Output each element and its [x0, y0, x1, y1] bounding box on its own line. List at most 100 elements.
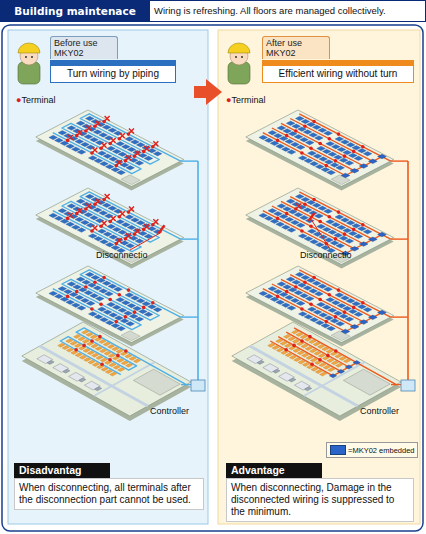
desk [66, 144, 75, 149]
desk [301, 275, 310, 280]
wiring [299, 114, 382, 157]
desk [76, 121, 85, 126]
desk [99, 289, 108, 294]
desk [276, 144, 285, 149]
x-mark [86, 125, 91, 130]
desk [55, 294, 64, 299]
x-mark [126, 155, 131, 160]
x-mark [77, 130, 82, 135]
desk [116, 220, 125, 225]
desk [317, 302, 326, 307]
desk [100, 162, 109, 167]
x-mark [68, 135, 73, 140]
eye [235, 56, 237, 58]
x-mark [153, 141, 158, 146]
subtitle-text: Wiring is refreshing. All floors are man… [154, 5, 386, 17]
desk [298, 312, 307, 317]
rack [298, 360, 305, 364]
terminal-dot [124, 315, 128, 319]
legend-box: =MKY02 embedded [326, 442, 418, 458]
riser [407, 161, 409, 385]
desk [127, 225, 136, 230]
desk [298, 156, 307, 161]
mky02-module [341, 173, 350, 178]
rack [86, 332, 93, 336]
desk [93, 208, 102, 213]
desk [133, 150, 142, 155]
wiring [272, 284, 355, 327]
desk [291, 220, 300, 225]
floor-plate [246, 266, 394, 343]
body-text: Efficient wiring without turn [262, 60, 414, 83]
desk [341, 218, 350, 223]
terminal-dot [337, 288, 341, 292]
desk [317, 146, 326, 151]
mky02-module [345, 365, 352, 369]
desk [285, 139, 294, 144]
desk [98, 151, 107, 156]
desk [142, 224, 151, 229]
desk [64, 289, 73, 294]
terminal-dot [151, 301, 155, 305]
riser-branch [391, 238, 408, 239]
terminal-dot [285, 290, 289, 294]
desk [296, 145, 305, 150]
desk [313, 310, 322, 315]
terminal-dot [100, 362, 104, 366]
desk [345, 161, 354, 166]
terminal-dot [75, 290, 79, 294]
desk [295, 116, 304, 121]
rack [129, 356, 136, 360]
desk [124, 233, 133, 238]
floor-plate [36, 188, 184, 265]
floor-plate [246, 188, 394, 265]
legend-text: =MKY02 embedded [348, 446, 415, 455]
desk [283, 285, 292, 290]
desk [108, 206, 117, 211]
terminal-dot [300, 229, 304, 233]
person-body [18, 62, 40, 84]
rack [323, 365, 330, 369]
desk [358, 149, 367, 154]
desk [105, 320, 114, 325]
desk [343, 306, 352, 311]
desk [335, 215, 344, 220]
desk [274, 133, 283, 138]
desk [343, 228, 352, 233]
rack [294, 358, 301, 362]
desk [283, 129, 292, 134]
riser-branch [391, 316, 408, 317]
rack [95, 346, 102, 350]
wiring [272, 206, 355, 249]
rack [88, 360, 95, 364]
desk [107, 224, 116, 229]
desk [75, 217, 84, 222]
terminal-dot [343, 310, 347, 314]
desk [126, 322, 135, 327]
mky02-module [378, 154, 387, 159]
room [121, 331, 140, 341]
wiring [290, 119, 373, 162]
desk [328, 152, 337, 157]
terminal-dot [312, 120, 316, 124]
rack [305, 346, 312, 350]
terminal-dot [90, 307, 94, 311]
mky02-module [341, 329, 350, 334]
desk [84, 135, 93, 140]
desk [55, 216, 64, 221]
desk [142, 146, 151, 151]
desk [363, 229, 372, 234]
desk [352, 302, 361, 307]
wiring [272, 128, 355, 171]
x-mark [68, 213, 73, 218]
terminal-dot [361, 301, 365, 305]
desk [287, 306, 296, 311]
terminal-dot [308, 335, 312, 339]
desk [58, 131, 67, 136]
desk [49, 135, 58, 140]
desk [337, 147, 346, 152]
desk [337, 225, 346, 230]
desk [111, 245, 120, 250]
x-mark [92, 147, 97, 152]
body-text: Turn wiring by piping [50, 60, 176, 83]
